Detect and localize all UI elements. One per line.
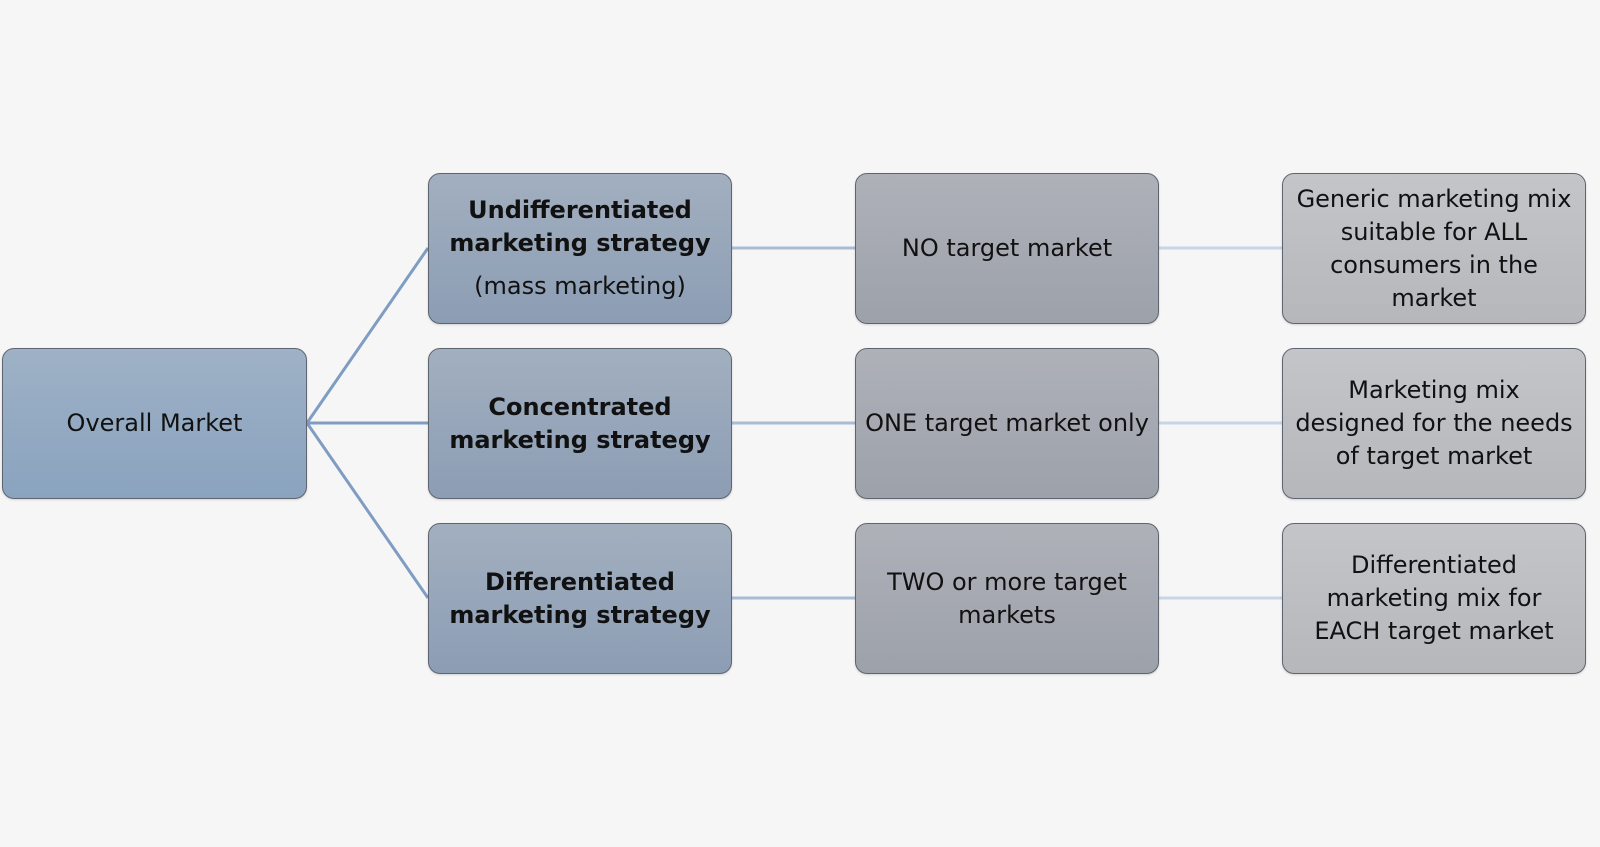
overall-market-label: Overall Market [66, 409, 243, 437]
concentrated-strategy-box: Concentrated marketing strategy [428, 348, 732, 499]
differentiated-strategy-box: Differentiated marketing strategy [428, 523, 732, 674]
connector-root-to-undifferentiated [305, 247, 430, 424]
generic-mix-box: Generic marketing mix suitable for ALL c… [1282, 173, 1586, 324]
mass-marketing-note: (mass marketing) [474, 272, 686, 300]
differentiated-strategy-label: Differentiated marketing strategy [449, 567, 711, 629]
two-target-markets-label: TWO or more target markets [887, 567, 1127, 629]
connector-root-to-differentiated [305, 422, 430, 599]
no-target-market-box: NO target market [855, 173, 1159, 324]
undifferentiated-strategy-box: Undifferentiated marketing strategy (mas… [428, 173, 732, 324]
two-target-markets-box: TWO or more target markets [855, 523, 1159, 674]
no-target-market-label: NO target market [901, 234, 1113, 262]
differentiated-mix-box: Differentiated marketing mix for EACH ta… [1282, 523, 1586, 674]
generic-mix-label: Generic marketing mix suitable for ALL c… [1296, 184, 1572, 312]
one-target-market-label: ONE target market only [865, 409, 1149, 437]
designed-mix-box: Marketing mix designed for the needs of … [1282, 348, 1586, 499]
differentiated-mix-label: Differentiated marketing mix for EACH ta… [1314, 551, 1554, 645]
designed-mix-label: Marketing mix designed for the needs of … [1295, 376, 1573, 470]
concentrated-strategy-label: Concentrated marketing strategy [449, 392, 711, 454]
undifferentiated-strategy-label: Undifferentiated marketing strategy [449, 196, 711, 257]
overall-market-box: Overall Market [2, 348, 307, 499]
one-target-market-box: ONE target market only [855, 348, 1159, 499]
